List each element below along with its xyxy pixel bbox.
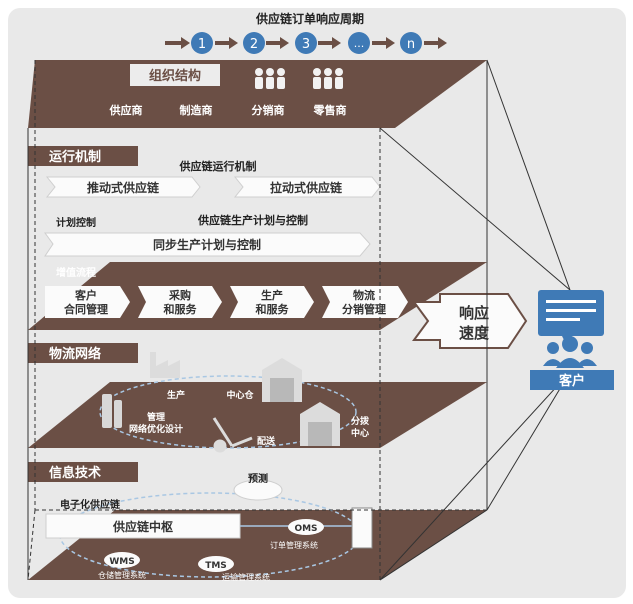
cycle-arrow xyxy=(165,37,190,49)
cycle-step-label: 2 xyxy=(250,37,258,52)
logistics-label: 物流网络 xyxy=(49,346,101,362)
cycle-arrow xyxy=(266,37,289,49)
pull-label: 拉动式供应链 xyxy=(270,180,343,195)
logistics-manage1: 管理 xyxy=(147,411,165,423)
logistics-production: 生产 xyxy=(167,389,185,401)
it-label: 信息技术 xyxy=(49,465,101,481)
pull-arrow xyxy=(233,176,381,198)
org-label-box xyxy=(130,64,220,86)
push-arrow xyxy=(45,176,201,198)
org-member-distributor: 分销商 xyxy=(252,103,285,117)
value-step-line2: 合同管理 xyxy=(64,302,108,316)
push-label: 推动式供应链 xyxy=(87,180,160,195)
cycle-arrow xyxy=(215,37,238,49)
value-label: 增值流程 xyxy=(56,266,96,279)
cycle-step-label: ... xyxy=(354,37,365,50)
tms-label: TMS xyxy=(205,561,227,571)
hub-label: 供应链中枢 xyxy=(112,519,173,534)
cycle-step-circle xyxy=(243,32,265,54)
sync-arrow xyxy=(44,232,371,257)
value-steps: 客户 合同管理 采购 和服务 生产 和服务 物流 分销管理 xyxy=(45,286,408,318)
ops-label-box xyxy=(28,146,138,166)
esc-label: 电子化供应链 xyxy=(60,498,121,511)
oms-label: OMS xyxy=(294,524,317,534)
oms-desc: 订单管理系统 xyxy=(270,540,318,550)
cycle-step-circle xyxy=(191,32,213,54)
value-step-box xyxy=(138,286,222,318)
org-member-retailer: 零售商 xyxy=(313,103,347,117)
plane-logistics xyxy=(28,382,487,448)
logistics-network-ring xyxy=(99,375,357,449)
value-step-line2: 和服务 xyxy=(164,302,198,316)
sync-label: 同步生产计划与控制 xyxy=(153,237,261,252)
response-line1: 响应 xyxy=(459,304,489,322)
customer-panel: 客户 xyxy=(530,290,614,390)
response-arrow xyxy=(412,293,528,349)
value-step-line1: 生产 xyxy=(261,288,283,302)
value-step-line1: 物流 xyxy=(353,288,375,302)
value-step-box xyxy=(322,286,408,318)
cycle-step-circle xyxy=(295,32,317,54)
handtruck-icon xyxy=(212,417,253,453)
cycle-arrow xyxy=(424,37,447,49)
customer-sight-lines xyxy=(379,59,571,581)
chat-bubble-icon xyxy=(538,290,604,336)
cycle-arrows xyxy=(165,37,447,49)
logistics-center: 中心仓 xyxy=(226,389,254,401)
plan-title: 供应链生产计划与控制 xyxy=(197,213,308,227)
wms-label: WMS xyxy=(109,557,134,567)
org-member-manufacturer: 制造商 xyxy=(180,103,213,117)
logistics-delivery: 配送 xyxy=(257,435,276,447)
it-label-box xyxy=(28,462,138,482)
logistics-manage2: 网络优化设计 xyxy=(129,423,183,435)
wms-node xyxy=(104,552,140,568)
forecast-node xyxy=(233,479,283,501)
ops-label: 运行机制 xyxy=(49,149,101,165)
cycle-arrow xyxy=(372,37,395,49)
frame-dashed-lines xyxy=(27,60,487,581)
cycle-title: 供应链订单响应周期 xyxy=(255,11,364,26)
logistics-dist1: 分拨 xyxy=(351,415,370,427)
people-icon xyxy=(255,68,285,89)
forecast-label: 预测 xyxy=(248,472,268,485)
value-step-box xyxy=(45,286,130,318)
org-member-supplier: 供应商 xyxy=(109,103,143,117)
distribution-icon xyxy=(300,402,340,446)
wms-desc: 仓储管理系统 xyxy=(98,570,146,580)
value-step-line2: 分销管理 xyxy=(342,302,386,316)
cycle-step-circles: 1 2 3 ... n xyxy=(191,32,422,54)
tms-desc: 运输管理系统 xyxy=(222,572,270,582)
org-label: 组织结构 xyxy=(149,68,201,84)
frame-lines xyxy=(27,60,488,581)
factory-icon xyxy=(150,352,180,378)
silo-icon xyxy=(102,394,122,428)
logistics-dist2: 中心 xyxy=(351,427,369,439)
warehouse-icon xyxy=(262,358,302,402)
people-icon xyxy=(313,68,343,89)
cycle-step-circle xyxy=(348,32,370,54)
cycle-step-circle xyxy=(400,32,422,54)
cycle-arrow xyxy=(318,37,341,49)
logistics-label-box xyxy=(28,343,138,363)
mechanism-title: 供应链运行机制 xyxy=(179,159,257,173)
value-step-line1: 客户 xyxy=(74,288,97,302)
cycle-step-label: 1 xyxy=(198,37,206,52)
response-line2: 速度 xyxy=(459,324,490,342)
oms-node xyxy=(288,519,324,535)
tms-node xyxy=(198,556,234,572)
cycle-step-label: 3 xyxy=(302,37,310,52)
customer-label-box xyxy=(530,370,614,390)
customer-people-icon xyxy=(543,336,597,368)
customer-label: 客户 xyxy=(559,373,585,389)
cycle-step-label: n xyxy=(407,37,415,52)
value-step-box xyxy=(230,286,314,318)
value-step-line1: 采购 xyxy=(168,288,191,302)
plan-label: 计划控制 xyxy=(56,216,96,229)
value-step-line2: 和服务 xyxy=(256,302,290,316)
terminal-icon xyxy=(351,507,373,549)
